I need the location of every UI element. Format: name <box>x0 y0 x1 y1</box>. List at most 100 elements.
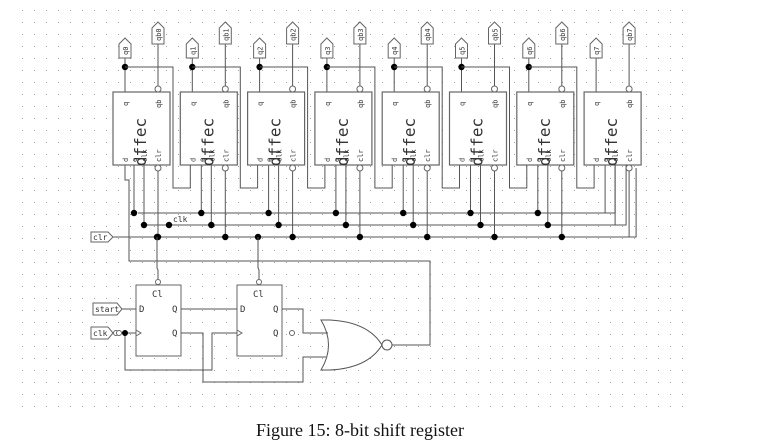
grid-dot <box>562 394 563 395</box>
grid-dot <box>514 334 515 335</box>
grid-dot <box>106 346 107 347</box>
clk-input-port[interactable]: clk <box>91 327 122 339</box>
q-output-port[interactable]: q0 <box>119 38 131 58</box>
grid-dot <box>94 298 95 299</box>
q-output-port[interactable]: q1 <box>186 38 198 58</box>
qb-output-port[interactable]: qb0 <box>152 22 164 44</box>
qb-output-port[interactable]: qb7 <box>623 22 635 44</box>
grid-dot <box>634 70 635 71</box>
grid-dot <box>682 46 683 47</box>
grid-dot <box>250 358 251 359</box>
grid-dot <box>526 310 527 311</box>
grid-dot <box>250 82 251 83</box>
q-output-port[interactable]: q7 <box>590 38 602 58</box>
grid-dot <box>22 70 23 71</box>
grid-dot <box>442 202 443 203</box>
qb-output-port[interactable]: qb2 <box>287 22 299 44</box>
q-output-port[interactable]: q2 <box>254 38 266 58</box>
grid-dot <box>418 322 419 323</box>
grid-dot <box>58 94 59 95</box>
qb-output-port[interactable]: qb6 <box>556 22 568 44</box>
grid-dot <box>634 370 635 371</box>
q-output-port[interactable]: q5 <box>456 38 468 58</box>
figure-caption: Figure 15: 8-bit shift register <box>0 420 750 441</box>
grid-dot <box>94 190 95 191</box>
grid-dot <box>70 10 71 11</box>
grid-dot <box>634 166 635 167</box>
grid-dot <box>562 346 563 347</box>
grid-dot <box>538 286 539 287</box>
grid-dot <box>538 22 539 23</box>
grid-dot <box>490 22 491 23</box>
qb-output-port[interactable]: qb5 <box>489 22 501 44</box>
grid-dot <box>478 394 479 395</box>
q-output-port[interactable]: q4 <box>388 38 400 58</box>
grid-dot <box>358 214 359 215</box>
qb-output-port[interactable]: qb1 <box>219 22 231 44</box>
grid-dot <box>646 370 647 371</box>
grid-dot <box>622 358 623 359</box>
grid-dot <box>394 238 395 239</box>
grid-dot <box>70 214 71 215</box>
grid-dot <box>130 10 131 11</box>
grid-dot <box>490 310 491 311</box>
grid-dot <box>670 202 671 203</box>
clr-input-port[interactable]: clr <box>91 232 113 242</box>
grid-dot <box>406 370 407 371</box>
grid-dot <box>574 382 575 383</box>
grid-dot <box>454 166 455 167</box>
grid-dot <box>442 250 443 251</box>
grid-dot <box>574 34 575 35</box>
grid-dot <box>574 274 575 275</box>
pin-q-label: q <box>391 102 399 106</box>
grid-dot <box>178 82 179 83</box>
grid-dot <box>502 406 503 407</box>
grid-dot <box>586 226 587 227</box>
grid-dot <box>586 394 587 395</box>
grid-dot <box>514 394 515 395</box>
grid-dot <box>574 298 575 299</box>
grid-dot <box>178 118 179 119</box>
start-input-port[interactable]: start <box>93 303 122 315</box>
grid-dot <box>274 214 275 215</box>
grid-dot <box>298 202 299 203</box>
grid-dot <box>598 202 599 203</box>
grid-dot <box>310 310 311 311</box>
grid-dot <box>154 58 155 59</box>
grid-dot <box>490 286 491 287</box>
grid-dot <box>298 238 299 239</box>
grid-dot <box>22 82 23 83</box>
grid-dot <box>478 250 479 251</box>
grid-dot <box>466 310 467 311</box>
output-port-label: q7 <box>593 47 601 55</box>
grid-dot <box>574 58 575 59</box>
grid-dot <box>346 286 347 287</box>
q-output-port[interactable]: q6 <box>523 38 535 58</box>
grid-dot <box>70 286 71 287</box>
grid-dot <box>70 70 71 71</box>
grid-dot <box>514 58 515 59</box>
grid-dot <box>442 322 443 323</box>
grid-dot <box>610 310 611 311</box>
grid-dot <box>574 286 575 287</box>
q-output-port[interactable]: q3 <box>321 38 333 58</box>
grid-dot <box>322 34 323 35</box>
grid-dot <box>526 262 527 263</box>
grid-dot <box>598 274 599 275</box>
grid-dot <box>118 298 119 299</box>
grid-dot <box>166 238 167 239</box>
grid-dot <box>610 34 611 35</box>
grid-dot <box>322 394 323 395</box>
qb-output-port[interactable]: qb4 <box>421 22 433 44</box>
grid-dot <box>574 10 575 11</box>
grid-dot <box>406 310 407 311</box>
grid-dot <box>430 178 431 179</box>
qb-output-port[interactable]: qb3 <box>354 22 366 44</box>
grid-dot <box>478 10 479 11</box>
grid-dot <box>634 382 635 383</box>
grid-dot <box>286 358 287 359</box>
junction-dot <box>155 234 161 240</box>
grid-dot <box>394 190 395 191</box>
grid-dot <box>34 274 35 275</box>
output-port-label: qb3 <box>357 28 365 41</box>
